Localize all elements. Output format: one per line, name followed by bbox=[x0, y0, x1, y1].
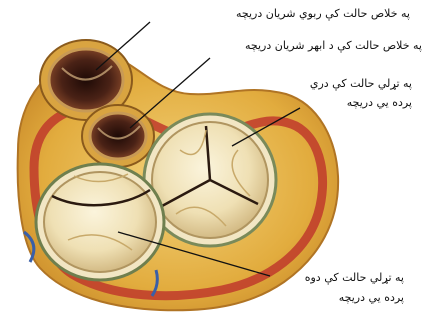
mitral-valve bbox=[36, 164, 164, 280]
label-tricuspid-valve-line2: پرده يي دريچه bbox=[300, 95, 412, 110]
label-tricuspid-valve-line1: په تړلي حالت کې دري bbox=[300, 76, 412, 91]
label-pulmonary-valve: په خلاص حالت کې ربوي شريان دريچه bbox=[178, 6, 410, 21]
label-mitral-valve-line2: پرده يي دريچه bbox=[262, 290, 404, 305]
aortic-valve bbox=[82, 105, 154, 167]
label-aortic-valve: په خلاص حالت کې د ابهر شريان دريچه bbox=[196, 38, 422, 53]
label-mitral-valve-line1: په تړلي حالت کې دوه bbox=[262, 270, 404, 285]
